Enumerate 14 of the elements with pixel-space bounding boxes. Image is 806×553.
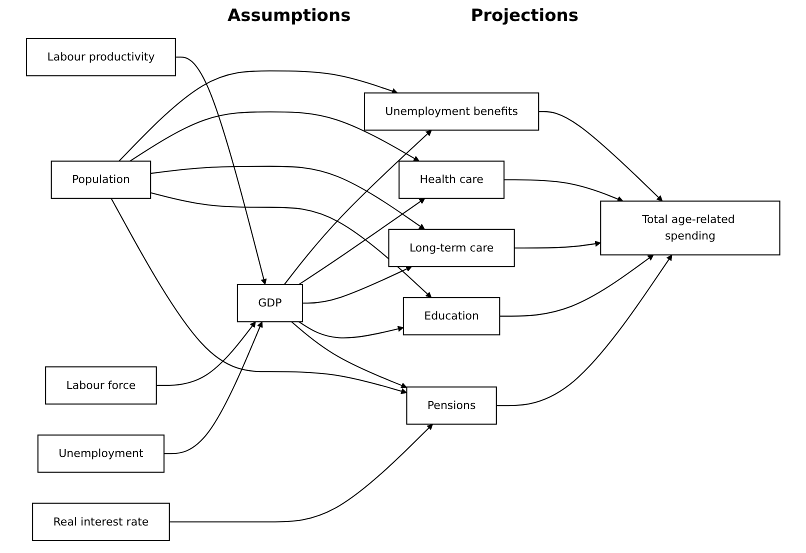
- process-box: Real interest rate: [32, 502, 170, 541]
- process-box: Total age-related spending: [600, 200, 780, 256]
- process-box: Unemployment benefits: [364, 92, 539, 131]
- process-box: Unemployment: [37, 434, 164, 473]
- process-box: Population: [50, 160, 151, 199]
- process-box: Labour productivity: [26, 38, 176, 76]
- process-box: Pensions: [406, 386, 497, 425]
- column-heading: Assumptions: [227, 6, 351, 28]
- process-box: GDP: [236, 284, 303, 322]
- column-heading: Projections: [470, 6, 579, 28]
- process-box: Education: [402, 297, 500, 336]
- process-box: Long-term care: [388, 228, 515, 268]
- process-box: Labour force: [44, 366, 157, 405]
- process-box: Health care: [398, 160, 504, 199]
